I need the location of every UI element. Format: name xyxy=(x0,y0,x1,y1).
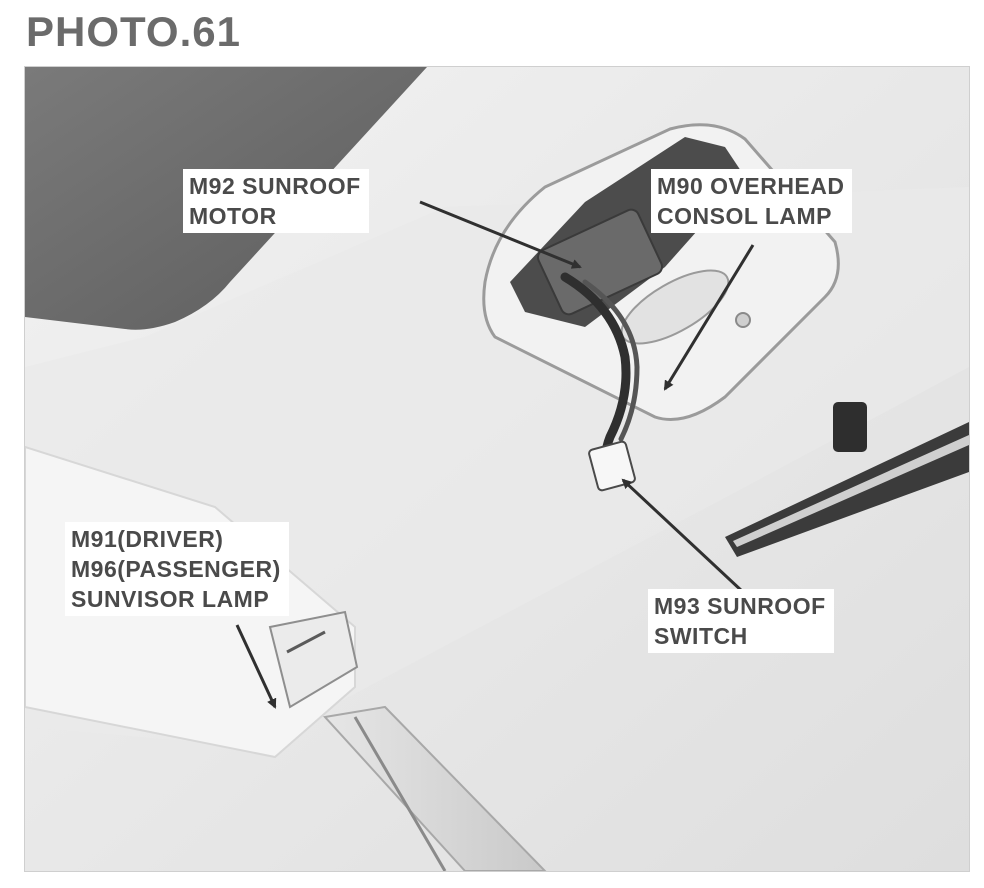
callout-line: SUNVISOR LAMP xyxy=(71,586,270,612)
console-screw xyxy=(735,312,751,328)
tool-highlight xyxy=(733,435,969,547)
callout-line: SWITCH xyxy=(654,623,748,649)
callout-m90-overhead-console-lamp: M90 OVERHEAD CONSOL LAMP xyxy=(651,169,853,233)
callout-m91-m96-sunvisor-lamp: M91(DRIVER) M96(PASSENGER) SUNVISOR LAMP xyxy=(65,522,289,616)
a-pillar-trim xyxy=(323,705,547,871)
callout-line: M92 SUNROOF xyxy=(189,173,361,199)
arrow-m90 xyxy=(663,244,755,391)
callout-line: MOTOR xyxy=(189,203,277,229)
arrow-m91 xyxy=(235,624,277,709)
sunvisor-lamp-wire xyxy=(286,630,326,654)
arrow-m92 xyxy=(419,200,582,269)
callout-line: M91(DRIVER) xyxy=(71,526,224,552)
wiring-harness-2 xyxy=(582,279,640,442)
photo-frame: M92 SUNROOF MOTOR M90 OVERHEAD CONSOL LA… xyxy=(24,66,970,872)
callout-line: M96(PASSENGER) xyxy=(71,556,281,582)
arrow-m93 xyxy=(621,478,745,594)
page-title: PHOTO.61 xyxy=(26,8,241,55)
callout-line: M90 OVERHEAD xyxy=(657,173,845,199)
callout-line: M93 SUNROOF xyxy=(654,593,826,619)
sunvisor-lamp xyxy=(268,610,359,709)
callout-line: CONSOL LAMP xyxy=(657,203,833,229)
callout-m92-sunroof-motor: M92 SUNROOF MOTOR xyxy=(183,169,369,233)
callout-m93-sunroof-switch: M93 SUNROOF SWITCH xyxy=(648,589,834,653)
a-pillar-edge xyxy=(353,716,447,871)
tool-clip xyxy=(833,402,867,452)
sunroof-switch-connector xyxy=(588,440,636,492)
sunroof-motor xyxy=(536,208,664,316)
